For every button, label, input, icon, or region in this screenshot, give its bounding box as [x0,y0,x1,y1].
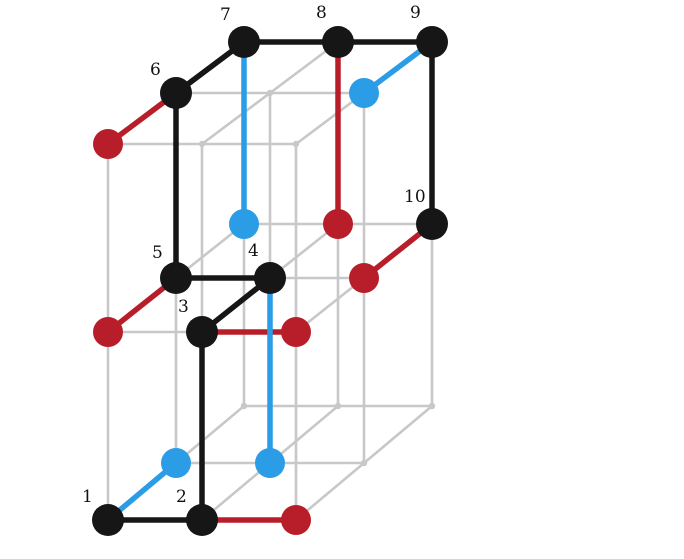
red-node [323,209,353,239]
node-label-5: 5 [152,243,163,263]
lattice-nodes [92,26,448,536]
node-label-8: 8 [316,3,327,23]
grid-node [428,402,436,410]
node-number-labels: 1 2 3 4 5 6 7 8 9 10 [82,3,426,507]
path-node [254,262,286,294]
grid-node [360,459,368,467]
grid-node [266,89,274,97]
blue-node [255,448,285,478]
red-node [93,129,123,159]
path-node [186,504,218,536]
path-node [160,262,192,294]
grid-node [334,402,342,410]
node-label-4: 4 [248,241,259,261]
node-label-2: 2 [176,487,187,507]
blue-node [349,78,379,108]
red-node [281,317,311,347]
path-node [186,316,218,348]
node-label-6: 6 [150,60,161,80]
path-node [416,208,448,240]
path-node [228,26,260,58]
grid-node [198,140,206,148]
node-label-7: 7 [220,5,231,25]
node-label-10: 10 [404,187,426,207]
red-node [93,317,123,347]
grid-node [292,140,300,148]
red-node [281,505,311,535]
path-node [416,26,448,58]
node-label-1: 1 [82,487,93,507]
path-node [160,77,192,109]
blue-node [161,448,191,478]
path-node [92,504,124,536]
path-node [322,26,354,58]
grid-node [240,402,248,410]
red-node [349,263,379,293]
node-label-3: 3 [178,297,189,317]
node-label-9: 9 [410,3,421,23]
blue-node [229,209,259,239]
